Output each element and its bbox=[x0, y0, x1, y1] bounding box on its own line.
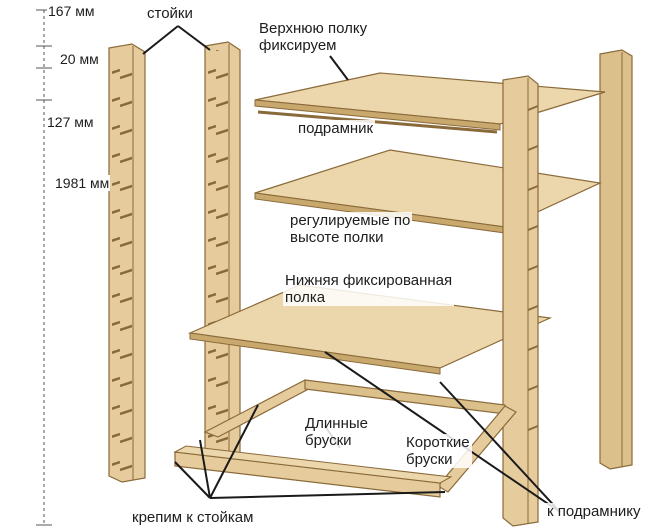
label-long-bars: Длинные бруски bbox=[303, 415, 370, 449]
bottom-fixed-shelf bbox=[187, 284, 553, 375]
label-short-bars: Короткие бруски bbox=[404, 434, 472, 468]
post-left-front bbox=[108, 43, 146, 483]
dimension-1981: 1981 мм bbox=[54, 175, 111, 191]
post-right-back bbox=[599, 49, 633, 470]
dimension-167: 167 мм bbox=[47, 3, 96, 19]
label-to-subframe: к подрамнику bbox=[545, 503, 643, 520]
label-bottom-fixed-shelf: Нижняя фиксированная полка bbox=[283, 272, 455, 306]
label-top-shelf: Верхнюю полку фиксируем bbox=[257, 20, 370, 54]
label-adjustable-shelves: регулируемые по высоте полки bbox=[288, 212, 413, 246]
dimension-20: 20 мм bbox=[59, 51, 100, 67]
label-posts: стойки bbox=[145, 5, 195, 22]
dimension-127: 127 мм bbox=[46, 114, 95, 130]
post-left-back bbox=[204, 41, 241, 470]
post-right-front bbox=[502, 75, 539, 527]
label-attach-to-posts: крепим к стойкам bbox=[130, 509, 256, 526]
dimension-line bbox=[36, 9, 52, 526]
label-subframe: подрамник bbox=[296, 120, 376, 137]
bottom-frame bbox=[173, 379, 517, 498]
